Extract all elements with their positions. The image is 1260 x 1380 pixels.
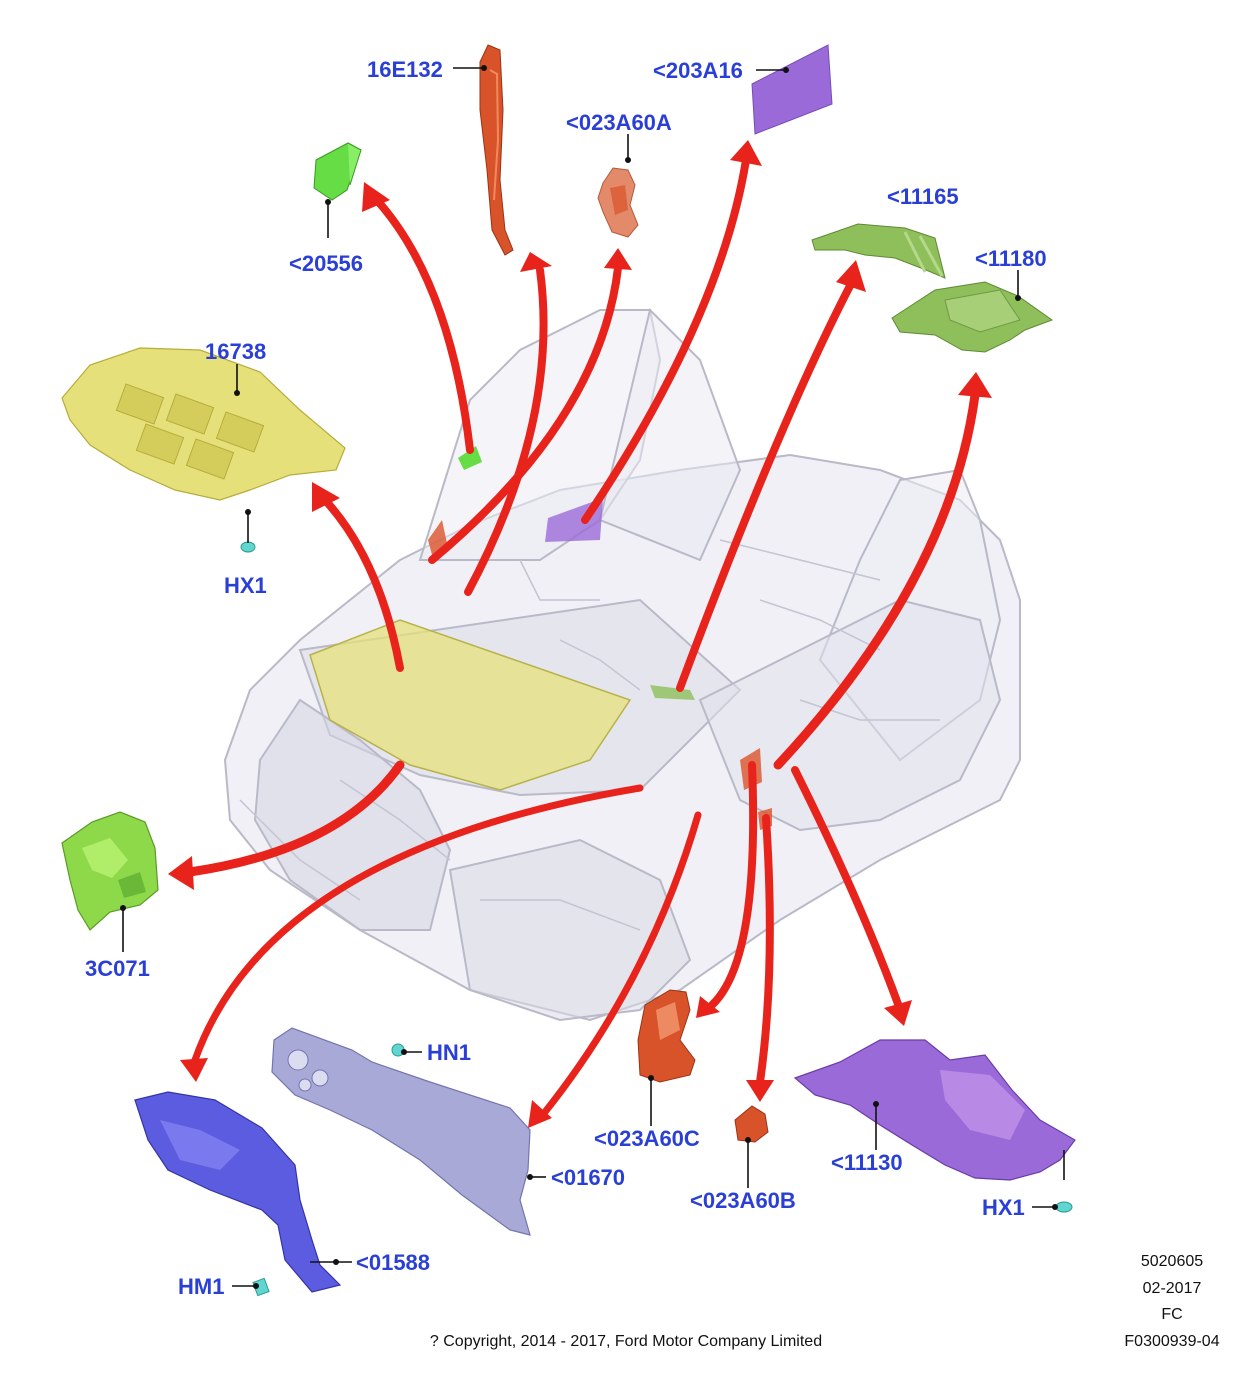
- arrow-to-01670: [541, 811, 702, 1116]
- arrow-to-023A60A: [428, 264, 622, 564]
- footer-date: 02-2017: [1143, 1280, 1202, 1297]
- arrow-head-01670: [528, 1100, 552, 1128]
- callout-023A60B: <023A60B: [690, 1188, 796, 1213]
- arrow-head-11180: [958, 372, 992, 398]
- arrow-head-3C071: [168, 856, 194, 890]
- part-023A60B-pad: [734, 1105, 769, 1143]
- part-16738-hood-insulator: [61, 347, 346, 501]
- footer-copyright: ? Copyright, 2014 - 2017, Ford Motor Com…: [430, 1333, 822, 1350]
- part-3C071-insulator: [61, 811, 159, 931]
- callout-01670: <01670: [551, 1165, 625, 1190]
- part-023A60C-pad: [637, 989, 696, 1083]
- arrow-to-16E132: [464, 266, 548, 596]
- installed-green-clip: [458, 446, 482, 470]
- arrow-to-20556: [371, 194, 474, 454]
- arrow-to-11180: [773, 390, 980, 770]
- arrow-head-023A60C: [696, 996, 720, 1018]
- arrow-to-11130: [791, 766, 902, 1008]
- part-11180-mat: [891, 281, 1054, 353]
- part-20556-clip: [313, 142, 362, 201]
- callout-HX1-top: HX1: [224, 573, 267, 598]
- callout-01588: <01588: [356, 1250, 430, 1275]
- callout-3C071: 3C071: [85, 956, 150, 981]
- callout-023A60C: <023A60C: [594, 1126, 700, 1151]
- callout-023A60A: <023A60A: [566, 110, 672, 135]
- arrow-to-203A16: [581, 156, 750, 524]
- callout-16E132: 16E132: [367, 57, 443, 82]
- arrow-to-023A60B: [756, 814, 774, 1086]
- arrow-to-11165: [676, 278, 856, 692]
- part-01670-dash-panel: [271, 1027, 531, 1236]
- callout-11130: <11130: [831, 1150, 903, 1175]
- arrow-head-16E132: [520, 252, 552, 272]
- part-023A60A-pad: [597, 167, 639, 238]
- footer-code: 5020605: [1141, 1253, 1203, 1270]
- part-HX1-clip-bottom: [1055, 1201, 1073, 1213]
- truck-ghost-body: [223, 308, 1021, 1022]
- footer-figure-id: F0300939-04: [1124, 1333, 1219, 1350]
- part-HM1-clip: [252, 1277, 270, 1297]
- arrow-head-023A60A: [604, 248, 632, 270]
- part-01588-panel: [134, 1091, 342, 1293]
- arrow-to-3C071: [185, 760, 405, 877]
- arrow-head-11165: [836, 260, 866, 292]
- callout-HN1: HN1: [427, 1040, 471, 1065]
- arrow-head-023A60B: [746, 1080, 774, 1102]
- arrow-to-023A60C: [708, 761, 758, 1009]
- arrow-head-20556: [362, 182, 390, 212]
- leader-lines: [120, 65, 1065, 1289]
- part-11130-floor-insulator: [793, 1039, 1076, 1181]
- callout-HM1: HM1: [178, 1274, 224, 1299]
- callout-16738: 16738: [205, 339, 266, 364]
- arrow-head-203A16: [730, 140, 762, 166]
- footer-fc: FC: [1161, 1306, 1182, 1323]
- callout-20556: <20556: [289, 251, 363, 276]
- part-16E132-strip: [479, 44, 514, 256]
- footer-metadata: 5020605 02-2017 FC F0300939-04 ? Copyrig…: [430, 1253, 1220, 1350]
- part-203A16-pad: [751, 44, 833, 135]
- callout-11165: <11165: [887, 184, 959, 209]
- arrow-head-01588: [180, 1058, 208, 1082]
- callout-11180: <11180: [975, 246, 1047, 271]
- callout-HX1-bottom: HX1: [982, 1195, 1025, 1220]
- arrow-to-01588: [191, 784, 644, 1064]
- installed-green-floor-piece: [650, 685, 695, 700]
- callout-labels: 16E132 <203A16 <023A60A <20556 <11165 <1…: [85, 57, 1047, 1299]
- arrow-to-16738: [321, 496, 404, 672]
- arrow-head-11130: [884, 1000, 912, 1026]
- arrow-head-16738: [312, 482, 340, 512]
- part-HX1-clip-top: [240, 541, 256, 553]
- truck-ghost-details: [239, 539, 940, 931]
- part-11165-insulator: [811, 223, 946, 279]
- callout-203A16: <203A16: [653, 58, 743, 83]
- installed-hood-insulator: [309, 619, 632, 791]
- explode-arrows: [168, 140, 992, 1128]
